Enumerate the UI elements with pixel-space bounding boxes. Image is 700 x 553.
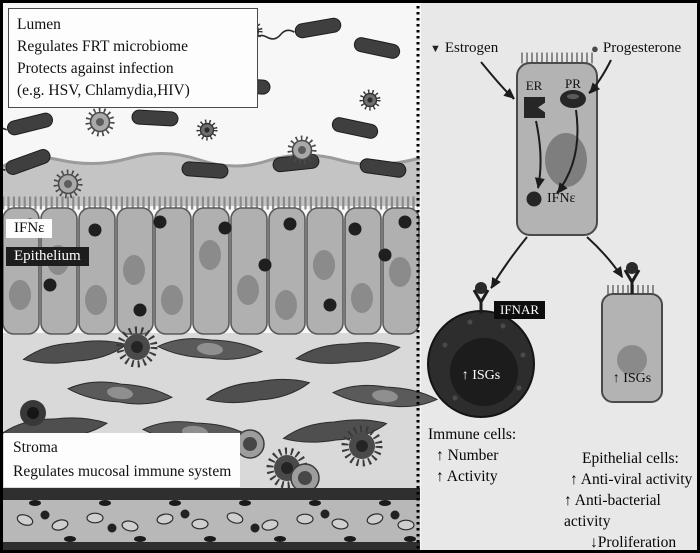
ifne-label-right: IFNε bbox=[547, 191, 576, 206]
epithelial-isgs-label: ↑ ISGs bbox=[612, 371, 652, 386]
immune-caption-line: ↑ Number bbox=[436, 447, 499, 464]
stroma-cells bbox=[2, 330, 439, 493]
ifnar-label: IFNAR bbox=[494, 301, 546, 319]
er-label: ER bbox=[525, 78, 543, 93]
responding-epithelial-cell bbox=[601, 260, 663, 403]
lumen-title: Lumen bbox=[17, 16, 61, 33]
estrogen-triangle-icon: ▼ bbox=[430, 42, 441, 55]
epithelium-layer bbox=[2, 196, 420, 335]
epithelial-caption-line: ↓Proliferation bbox=[590, 534, 677, 551]
estrogen-label: Estrogen bbox=[444, 40, 499, 56]
immune-isgs-label: ↑ ISGs bbox=[461, 368, 501, 383]
ifne-molecule-dot bbox=[526, 191, 542, 207]
immune-cell bbox=[427, 280, 535, 418]
progesterone-dot-icon: ● bbox=[591, 40, 599, 56]
blood-vessel-strip bbox=[0, 488, 420, 553]
epithelium-label: Epithelium bbox=[6, 247, 89, 266]
lumen-annotation-box: Lumen Regulates FRT microbiome Protects … bbox=[8, 8, 258, 108]
immune-caption-title: Immune cells: bbox=[428, 426, 517, 443]
lumen-line: Regulates FRT microbiome bbox=[17, 38, 188, 55]
er-receptor-shape bbox=[524, 97, 545, 118]
pr-label: PR bbox=[565, 76, 581, 91]
progesterone-label: Progesterone bbox=[602, 40, 682, 56]
epithelial-cells-caption: Epithelial cells: ↑ Anti-viral activity … bbox=[564, 448, 700, 553]
immune-cells-caption: Immune cells: ↑ Number ↑ Activity bbox=[428, 424, 516, 487]
stroma-annotation-box: Stroma Regulates mucosal immune system bbox=[4, 433, 241, 487]
estrogen-legend: ▼ Estrogen bbox=[430, 40, 498, 57]
central-epithelial-cell bbox=[516, 52, 598, 236]
cell-nucleus bbox=[617, 345, 647, 375]
lumen-line: (e.g. HSV, Chlamydia,HIV) bbox=[17, 82, 190, 99]
immune-caption-line: ↑ Activity bbox=[436, 468, 498, 485]
epithelial-caption-line: ↑ Anti-viral activity bbox=[570, 471, 693, 488]
stroma-title: Stroma bbox=[13, 439, 58, 456]
stroma-caption: Regulates mucosal immune system bbox=[13, 463, 232, 480]
epithelial-caption-title: Epithelial cells: bbox=[582, 450, 679, 467]
lumen-line: Protects against infection bbox=[17, 60, 174, 77]
epithelial-caption-line: ↑ Anti-bacterial activity bbox=[564, 492, 661, 530]
ifne-label-left: IFNε bbox=[6, 219, 53, 238]
progesterone-legend: ● Progesterone bbox=[591, 40, 681, 57]
